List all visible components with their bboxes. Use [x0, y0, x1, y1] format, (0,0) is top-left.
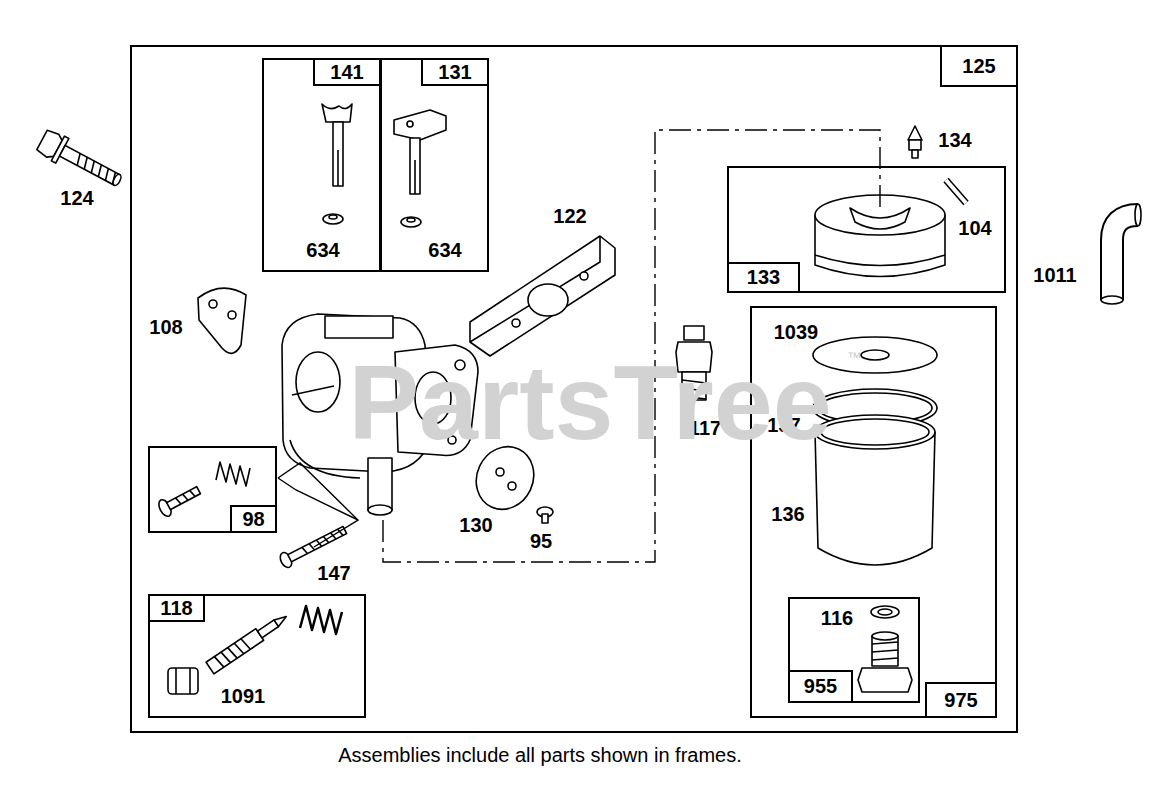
callout-number: 1011: [1033, 264, 1076, 286]
frame-number: 125: [940, 45, 1018, 87]
bolt: [35, 128, 126, 194]
callout-number: 95: [530, 530, 552, 552]
float-bowl: [815, 415, 935, 565]
callout-number: 134: [938, 129, 971, 151]
callout-number: 1039: [774, 321, 819, 343]
parts-frame: 133 104: [727, 166, 1006, 293]
frame-number: 975: [925, 682, 997, 718]
callout-number: 136: [771, 503, 804, 525]
callout-number: 147: [317, 562, 350, 584]
caption: Assemblies include all parts shown in fr…: [338, 744, 742, 767]
frame-number: 141: [313, 58, 381, 86]
frame-number: 133: [727, 262, 800, 293]
float: [815, 195, 945, 277]
callout-number: 634: [306, 239, 339, 261]
parts-frame: 118 1091: [148, 594, 366, 718]
callout-number: 108: [149, 316, 182, 338]
washer: [871, 606, 899, 618]
callout-number: 122: [553, 205, 586, 227]
fuel-tube: [1101, 204, 1141, 304]
callout-number: 634: [428, 239, 461, 261]
choke-shaft: [322, 104, 352, 224]
inlet-needle: [908, 126, 922, 158]
throttle-shaft: [394, 110, 446, 227]
screw: [537, 507, 553, 523]
hinge-pin: [946, 180, 966, 203]
callout-number: 124: [60, 187, 93, 209]
bowl-screw: [858, 632, 912, 692]
leader-lines: [278, 463, 358, 547]
parts-frame: 955 116: [788, 597, 920, 703]
callout-number: 130: [459, 514, 492, 536]
watermark: ™: [847, 350, 861, 365]
callout-number: 116: [821, 607, 853, 629]
frame-number: 98: [230, 505, 277, 533]
parts-frame: 131 634: [380, 58, 489, 272]
frame-number: 131: [421, 58, 489, 86]
frame-number: 955: [788, 670, 853, 703]
callout-number: 104: [958, 217, 991, 239]
watermark: PartsTree: [348, 344, 831, 461]
frame-number: 118: [148, 594, 205, 622]
choke-plate: [198, 288, 246, 353]
parts-frame: 141 634: [262, 58, 381, 272]
gasket: [470, 236, 615, 356]
parts-frame: 98: [148, 446, 277, 533]
callout-number: 1091: [221, 685, 266, 707]
